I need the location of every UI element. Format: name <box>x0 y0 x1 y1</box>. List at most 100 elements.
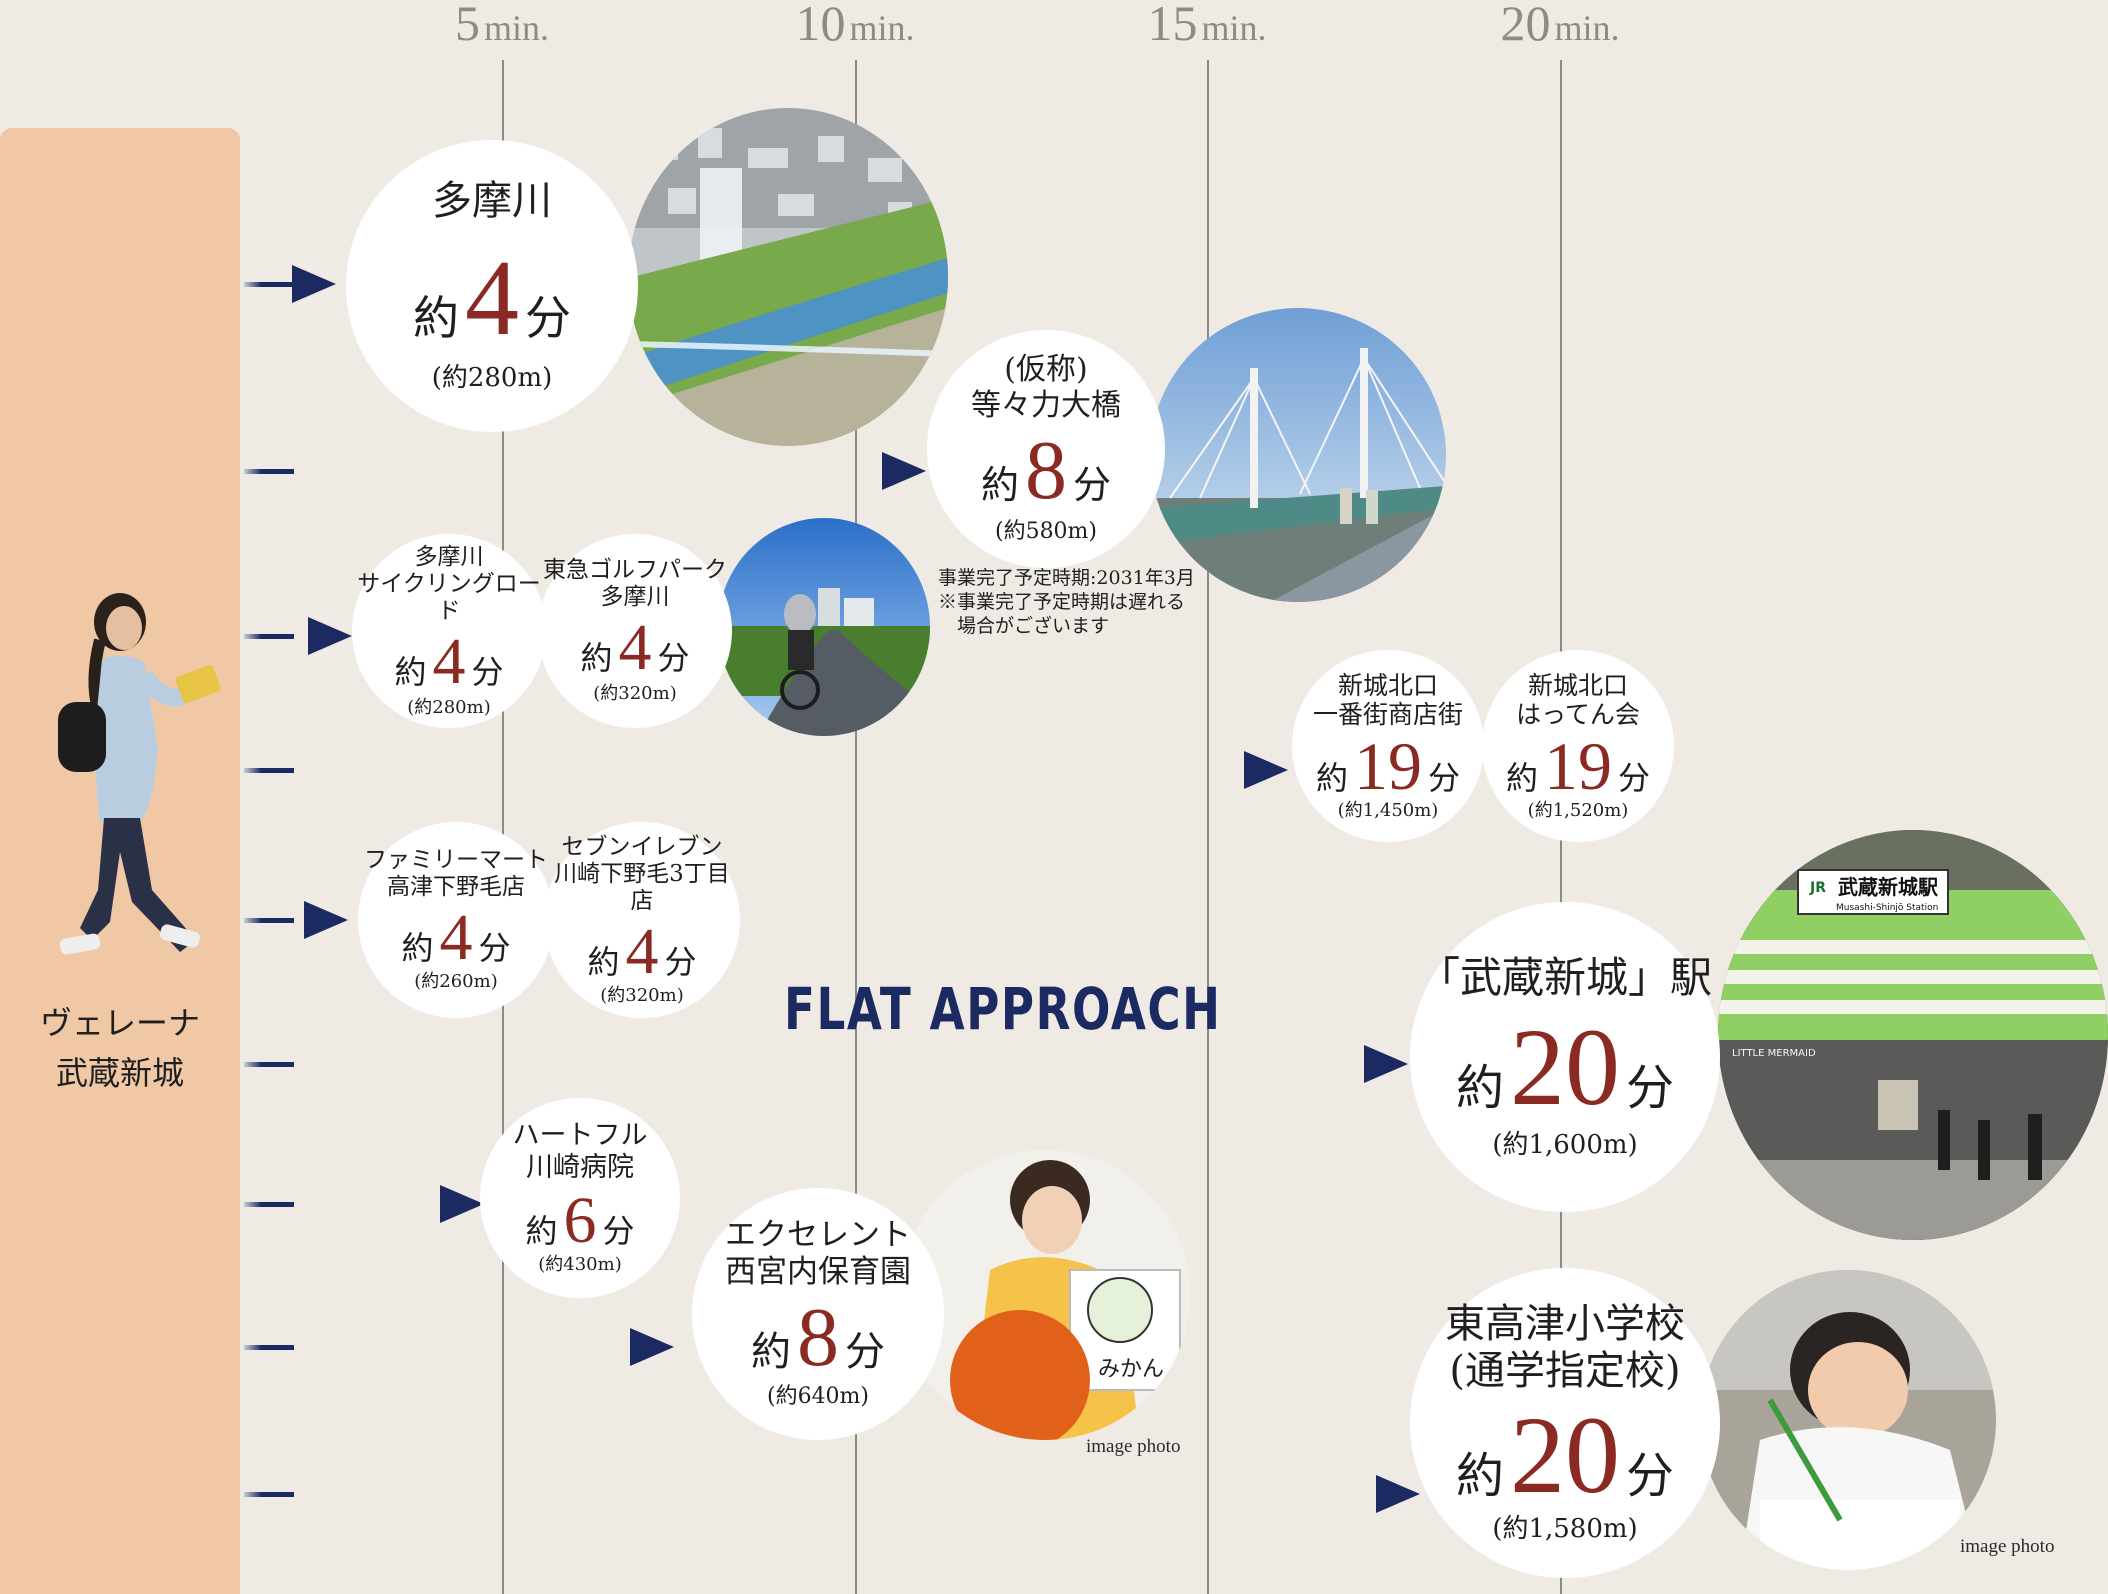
walk-time: 約 19 分 <box>1316 732 1460 800</box>
destination-heartful-hospital: ハートフル 川崎病院 約 6 分 (約430m) <box>480 1098 680 1298</box>
destination-name: 東高津小学校 (通学指定校) <box>1445 1301 1685 1395</box>
minutes-value: 20 <box>1510 1006 1620 1129</box>
arrow-elementary-school <box>244 1475 1420 1513</box>
walk-time: 約 20 分 <box>1456 1012 1674 1122</box>
bridge-completion-note: 事業完了予定時期:2031年3月 ※事業完了予定時期は遅れる 場合がございます <box>938 567 1195 637</box>
distance: (約580m) <box>994 519 1098 545</box>
timeline-line-5min <box>502 60 504 1594</box>
minutes-value: 4 <box>432 624 466 698</box>
drawing-text: みかん <box>1098 1357 1164 1382</box>
todoroki-bridge-photo <box>1150 308 1446 602</box>
distance: (約1,600m) <box>1492 1130 1638 1161</box>
timeline-line-15min <box>1207 60 1209 1594</box>
distance: (約320m) <box>600 984 684 1006</box>
walking-woman-figure <box>58 593 221 955</box>
distance: (約1,520m) <box>1527 799 1629 821</box>
minutes-unit: 分 <box>845 1329 885 1376</box>
walk-time: 約 4 分 <box>587 918 697 985</box>
destination-name: 東急ゴルフパーク 多摩川 <box>543 557 727 611</box>
minutes-value: 19 <box>1354 727 1422 804</box>
approx-label: 約 <box>1315 758 1348 797</box>
destination-hatten-kai: 新城北口 はってん会 約 19 分 (約1,520m) <box>1482 650 1674 842</box>
destination-name: セブンイレブン 川崎下野毛3丁目店 <box>554 833 730 914</box>
distance: (約260m) <box>414 971 498 993</box>
destination-name: ファミリーマート 高津下野毛店 <box>364 847 548 901</box>
nursery-photo: みかん <box>900 1150 1190 1440</box>
arrow-todoroki-bridge <box>244 452 926 490</box>
destination-higashitakatsu-elementary: 東高津小学校 (通学指定校) 約 20 分 (約1,580m) <box>1410 1268 1720 1578</box>
arrow-hospital <box>244 1185 484 1223</box>
approx-label: 約 <box>1505 758 1538 797</box>
minutes-unit: 分 <box>1626 1447 1675 1504</box>
cycling-road-photo <box>718 518 930 736</box>
destination-familymart: ファミリーマート 高津下野毛店 約 4 分 (約260m) <box>358 822 554 1018</box>
destination-todoroki-bridge: (仮称) 等々力大橋 約 8 分 (約580m) <box>927 330 1165 568</box>
minutes-unit: 分 <box>478 929 511 968</box>
approx-label: 約 <box>587 942 620 981</box>
image-credit-nursery: image photo <box>1086 1436 1181 1457</box>
walk-time: 約 8 分 <box>751 1296 885 1380</box>
destination-nishimiyauchi-nursery: エクセレント 西宮内保育園 約 8 分 (約640m) <box>692 1188 944 1440</box>
shop-sign: LITTLE MERMAID <box>1732 1048 1816 1059</box>
approx-label: 約 <box>751 1329 791 1376</box>
minutes-unit: 分 <box>1618 758 1651 797</box>
jr-logo: JR <box>1809 880 1826 896</box>
station-sign-sub: Musashi-Shinjō Station <box>1836 903 1938 913</box>
approx-label: 約 <box>580 639 613 678</box>
tamagawa-aerial-photo <box>628 108 948 446</box>
walk-time: 約 4 分 <box>394 624 504 698</box>
arrow-musashi-shinjo-station <box>244 1045 1408 1083</box>
minutes-value: 19 <box>1544 727 1612 804</box>
minutes-unit: 分 <box>1626 1060 1675 1117</box>
arrow-nursery <box>244 1328 674 1366</box>
approx-label: 約 <box>401 929 434 968</box>
minutes-value: 4 <box>618 611 652 685</box>
destination-name: 新城北口 一番街商店街 <box>1312 670 1463 730</box>
walk-time: 約 4 分 <box>413 245 571 353</box>
approx-label: 約 <box>980 463 1019 508</box>
walk-time: 約 4 分 <box>401 905 510 971</box>
minutes-unit: 分 <box>602 1212 635 1251</box>
destination-name: エクセレント 西宮内保育園 <box>725 1217 911 1290</box>
destination-name: 多摩川 サイクリングロード <box>357 543 541 624</box>
arrow-convenience-stores <box>244 901 348 939</box>
minutes-unit: 分 <box>471 652 504 691</box>
image-credit-school: image photo <box>1960 1536 2055 1557</box>
distance: (約430m) <box>538 1254 622 1276</box>
school-child-photo <box>1700 1270 1996 1570</box>
walk-time: 約 6 分 <box>525 1188 634 1254</box>
destination-tamagawa: 多摩川 約 4 分 (約280m) <box>346 140 638 432</box>
destination-ichibangai-shopping-street: 新城北口 一番街商店街 約 19 分 (約1,450m) <box>1292 650 1484 842</box>
minutes-value: 20 <box>1510 1393 1620 1516</box>
minutes-unit: 分 <box>657 639 690 678</box>
minutes-value: 8 <box>797 1291 839 1385</box>
minutes-unit: 分 <box>664 942 697 981</box>
arrow-cycling-road <box>244 617 352 655</box>
walk-time: 約 20 分 <box>1456 1400 1674 1510</box>
minutes-unit: 分 <box>525 291 571 345</box>
approx-label: 約 <box>394 652 427 691</box>
destination-name: ハートフル 川崎病院 <box>512 1120 648 1184</box>
approx-label: 約 <box>525 1212 558 1251</box>
walk-time: 約 8 分 <box>981 429 1111 513</box>
arrow-shopping-streets <box>244 751 1288 789</box>
origin-name: ヴェレーナ 武蔵新城 <box>39 1004 200 1092</box>
walk-time: 約 19 分 <box>1506 732 1650 800</box>
minutes-unit: 分 <box>1428 758 1461 797</box>
origin-bar <box>0 128 240 1594</box>
flat-approach-heading: FLAT APPROACH <box>784 975 1222 1043</box>
distance: (約640m) <box>766 1384 870 1410</box>
destination-name: (仮称) 等々力大橋 <box>971 352 1121 423</box>
arrow-tamagawa <box>244 265 336 303</box>
destination-name: 多摩川 <box>432 177 552 224</box>
timeline-line-10min <box>855 60 857 1594</box>
approx-label: 約 <box>1455 1060 1504 1117</box>
minutes-value: 4 <box>465 239 519 358</box>
approx-label: 約 <box>1455 1447 1504 1504</box>
musashi-shinjo-station-photo: JR 武蔵新城駅 Musashi-Shinjō Station LITTLE M… <box>1718 830 2108 1240</box>
walk-time: 約 4 分 <box>580 615 689 681</box>
station-sign-text: 武蔵新城駅 <box>1838 875 1938 899</box>
minutes-value: 8 <box>1025 424 1067 518</box>
